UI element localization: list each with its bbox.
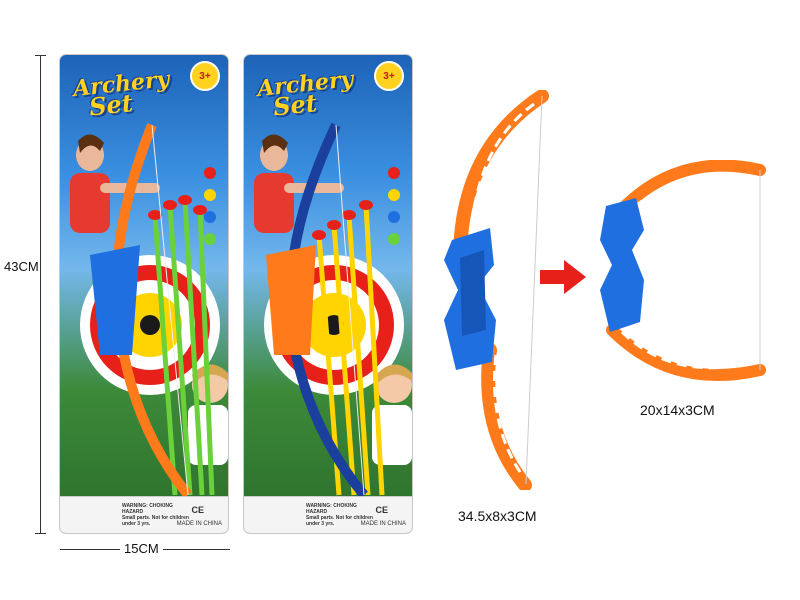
archer-shirt (70, 173, 110, 233)
package-card-2: Archery Set 3+ (244, 55, 412, 533)
kid-hair (376, 364, 412, 383)
height-dimension-tick-bottom (35, 533, 46, 534)
package-footer: WARNING: CHOKING HAZARD Small parts. Not… (244, 496, 412, 533)
large-bow-lower-limb (481, 343, 532, 490)
bow-string (151, 124, 189, 496)
bow-grip-blue (90, 245, 140, 355)
target-center (140, 315, 160, 335)
archer-hair (78, 134, 104, 153)
ce-mark: CE (375, 505, 388, 515)
bow-grip-orange (266, 245, 316, 355)
height-dimension-tick-top (35, 55, 46, 56)
made-in-label: MADE IN CHINA (360, 521, 406, 527)
folded-bow (600, 160, 766, 381)
large-bow (444, 90, 549, 490)
archer-shirt (254, 173, 294, 233)
warning-text: WARNING: CHOKING HAZARD Small parts. Not… (306, 503, 373, 527)
folded-bow-lower-limb (606, 324, 766, 381)
package-2-artwork (254, 122, 412, 497)
archer-hair (262, 134, 288, 153)
age-badge: 3+ (190, 61, 220, 91)
bow-string (335, 124, 365, 496)
width-label: 15CM (120, 541, 163, 556)
red-arrow-icon (540, 260, 586, 294)
arrows-green (148, 195, 215, 496)
package-footer: WARNING: CHOKING HAZARD Small parts. Not… (60, 496, 228, 533)
age-badge: 3+ (374, 61, 404, 91)
ce-mark: CE (191, 505, 204, 515)
height-dimension-line (40, 55, 41, 533)
made-in-label: MADE IN CHINA (176, 521, 222, 527)
folded-bow-grip (600, 198, 644, 332)
warning-text: WARNING: CHOKING HAZARD Small parts. Not… (122, 503, 189, 527)
package-1-artwork (70, 123, 228, 497)
large-bow-size-label: 34.5x8x3CM (458, 508, 537, 524)
large-bow-string (525, 95, 543, 485)
package-card-1: Archery Set 3+ (60, 55, 228, 533)
folded-bow-size-label: 20x14x3CM (640, 402, 715, 418)
height-label: 43CM (4, 257, 39, 276)
kid-hair (192, 364, 228, 383)
large-bow-upper-limb (453, 90, 549, 267)
